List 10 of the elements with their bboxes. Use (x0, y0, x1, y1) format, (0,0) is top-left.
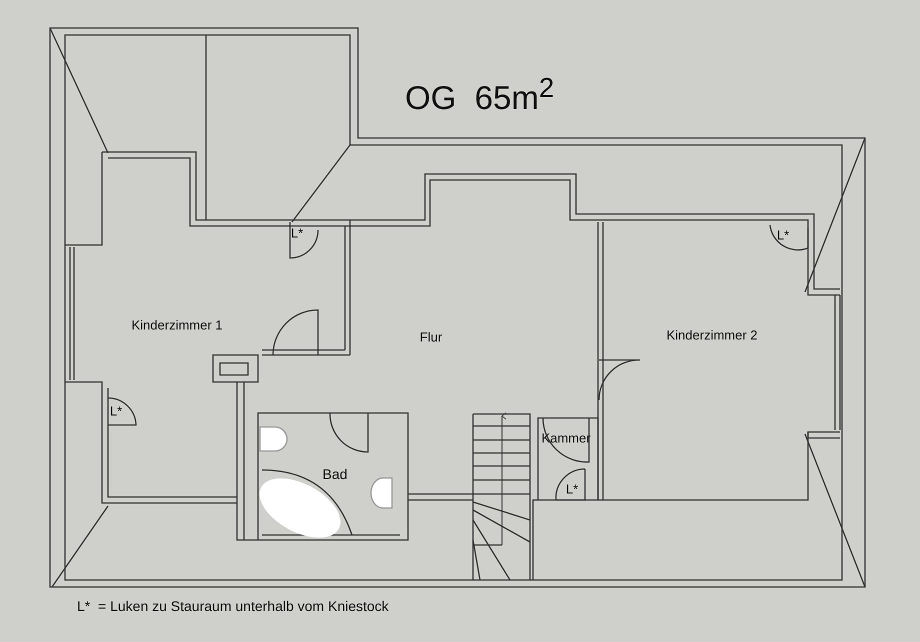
room-name: Flur (420, 330, 442, 344)
room-name: Kinderzimmer 1 (131, 318, 223, 332)
plan-title: OG 65m$^{2}$ (405, 74, 554, 114)
hatch-label: L* (566, 482, 578, 496)
room-name: Bad (322, 467, 348, 481)
room-name: Kinderzimmer 2 (666, 328, 758, 342)
hatch-label: L* (110, 404, 122, 418)
legend-note: L* = Luken zu Stauraum unterhalb vom Kniestock (77, 599, 389, 613)
hatch-label: L* (290, 226, 304, 240)
hatch-label: L* (776, 228, 790, 242)
